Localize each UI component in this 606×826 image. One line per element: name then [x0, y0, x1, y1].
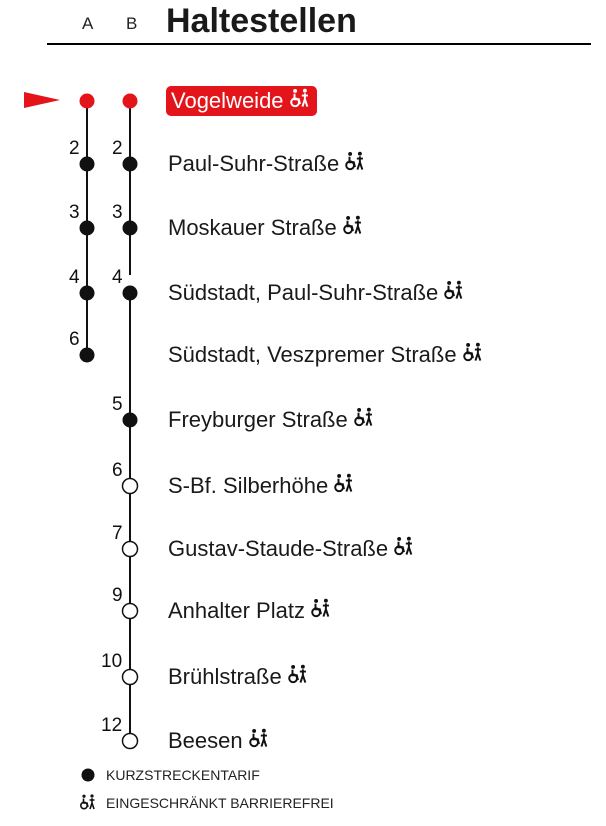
stop-number-b: 7 [112, 523, 123, 544]
stop-number-b: 4 [112, 267, 123, 288]
stop-name: Südstadt, Paul-Suhr-Straße [168, 280, 465, 306]
wheelchair-person-icon [344, 151, 366, 177]
stop-name: Paul-Suhr-Straße [168, 151, 366, 177]
stop-dot-b [121, 602, 139, 620]
stop-name: Südstadt, Veszpremer Straße [168, 342, 484, 368]
stop-label: Paul-Suhr-Straße [168, 151, 340, 176]
wheelchair-person-icon [443, 280, 465, 306]
legend-short-fare: KURZSTRECKENTARIF [106, 767, 260, 783]
stop-dot-b [122, 285, 138, 301]
stop-dot-a [79, 93, 95, 109]
stop-dot-a [79, 285, 95, 301]
column-b-label: B [126, 14, 138, 33]
page-title: Haltestellen [166, 2, 357, 40]
stop-label: Moskauer Straße [168, 215, 337, 240]
stop-dot-b [122, 412, 138, 428]
stop-number-b: 6 [112, 460, 123, 481]
stop-number-b: 5 [112, 394, 123, 415]
stop-dot-b [122, 93, 138, 109]
stop-name: Gustav-Staude-Straße [168, 536, 415, 562]
stop-number-a: 2 [69, 138, 80, 159]
current-stop-arrow-icon [24, 92, 60, 108]
filled-dot-icon [81, 768, 95, 782]
wheelchair-person-icon [79, 794, 97, 815]
stop-dot-a [79, 156, 95, 172]
stop-dot-b [121, 732, 139, 750]
stop-number-b: 2 [112, 138, 123, 159]
stop-number-a: 3 [69, 202, 80, 223]
wheelchair-person-icon [353, 407, 375, 433]
stop-label: Vogelweide [171, 88, 284, 113]
stop-number-b: 12 [101, 715, 123, 736]
stop-number-b: 10 [101, 651, 123, 672]
stop-label: Anhalter Platz [168, 598, 305, 623]
legend-accessible: EINGESCHRÄNKT BARRIEREFREI [106, 795, 334, 811]
stop-dot-a [79, 220, 95, 236]
stop-label: S-Bf. Silberhöhe [168, 473, 329, 498]
stop-number-a: 6 [69, 329, 80, 350]
column-a-label: A [82, 14, 94, 33]
stop-number-a: 4 [69, 267, 80, 288]
stop-label: Südstadt, Paul-Suhr-Straße [168, 280, 439, 305]
stop-name: Anhalter Platz [168, 598, 332, 624]
stop-number-b: 9 [112, 585, 123, 606]
stop-name: S-Bf. Silberhöhe [168, 473, 355, 499]
wheelchair-person-icon [310, 598, 332, 624]
stop-dot-b [121, 477, 139, 495]
stop-name: Freyburger Straße [168, 407, 375, 433]
stop-dot-b [122, 220, 138, 236]
wheelchair-person-icon [342, 215, 364, 241]
stop-dot-b [122, 156, 138, 172]
header-divider [47, 43, 591, 45]
stop-name: Moskauer Straße [168, 215, 364, 241]
stop-label: Gustav-Staude-Straße [168, 536, 389, 561]
stop-dot-b [121, 668, 139, 686]
wheelchair-person-icon [287, 664, 309, 690]
stop-number-b: 3 [112, 202, 123, 223]
stop-label: Freyburger Straße [168, 407, 348, 432]
stop-dot-a [79, 347, 95, 363]
stop-name: Beesen [168, 728, 270, 754]
stop-label: Beesen [168, 728, 243, 753]
wheelchair-person-icon [462, 342, 484, 368]
stop-dot-b [121, 540, 139, 558]
stop-name: Brühlstraße [168, 664, 309, 690]
wheelchair-person-icon [248, 728, 270, 754]
wheelchair-person-icon [289, 88, 311, 114]
stop-label: Südstadt, Veszpremer Straße [168, 342, 457, 367]
wheelchair-person-icon [393, 536, 415, 562]
stop-label: Brühlstraße [168, 664, 282, 689]
wheelchair-person-icon [333, 473, 355, 499]
current-stop-name: Vogelweide [166, 86, 317, 116]
